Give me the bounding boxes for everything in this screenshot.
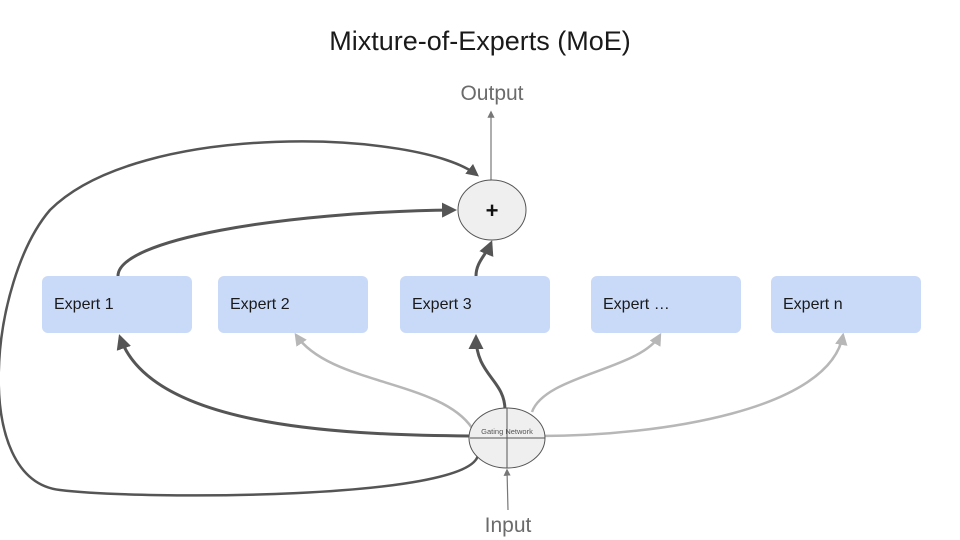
expert-box-3: Expert 3 [400, 276, 550, 333]
edge-expert-3-to-sum [474, 240, 494, 277]
expert-box-2: Expert 2 [218, 276, 368, 333]
edge-gate-to-expert-2 [294, 332, 474, 429]
edge-gate-to-expert-n [539, 332, 848, 438]
edge-expert-1-to-sum [116, 202, 457, 277]
expert-label: Expert 1 [54, 295, 114, 313]
expert-box-dots: Expert … [591, 276, 741, 333]
edge-input-to-gate [503, 468, 511, 511]
expert-box-1: Expert 1 [42, 276, 192, 333]
sum-symbol: + [485, 198, 499, 223]
edge-gate-to-sum-loop [0, 140, 480, 497]
input-label: Input [484, 514, 532, 537]
expert-label: Expert 2 [230, 295, 290, 313]
diagram-title: Mixture-of-Experts (MoE) [329, 26, 631, 56]
sum-node [457, 179, 527, 241]
expert-label: Expert 3 [412, 295, 472, 313]
output-label: Output [460, 82, 524, 105]
edge-gate-to-expert-3 [468, 334, 507, 411]
expert-label: Expert n [783, 295, 843, 313]
edge-gate-to-expert-dots [530, 332, 662, 413]
expert-box-n: Expert n [771, 276, 921, 333]
edge-gate-to-expert-1 [116, 334, 471, 438]
gating-network-label: Gating Network [481, 427, 533, 436]
expert-label: Expert … [603, 295, 670, 313]
